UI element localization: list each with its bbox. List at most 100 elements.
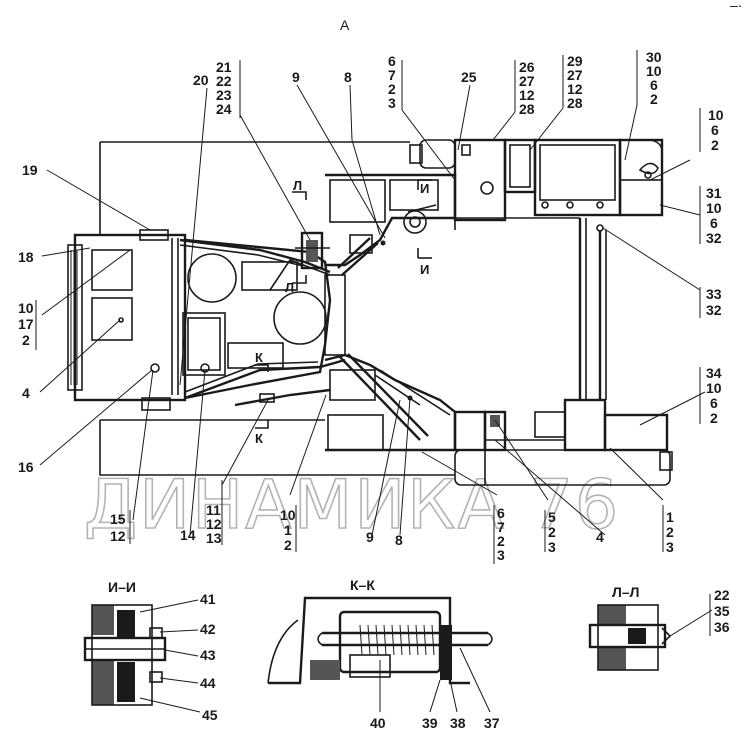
svg-text:30: 30 — [646, 49, 662, 65]
callout-15-12: 15 12 — [110, 511, 126, 544]
section-ii: И–И 41 42 43 44 45 — [83, 579, 218, 723]
svg-text:43: 43 — [200, 647, 216, 663]
callout-5-2-3: 5 2 3 — [548, 509, 556, 555]
callout-20: 20 — [193, 72, 209, 88]
callout-4-left: 4 — [22, 385, 30, 401]
svg-text:22: 22 — [714, 587, 730, 603]
svg-text:12: 12 — [567, 81, 583, 97]
callout-6-7-2-3-bottom: 6 7 2 3 — [497, 505, 505, 563]
callout-25: 25 — [461, 69, 477, 85]
svg-text:28: 28 — [519, 101, 535, 117]
callout-10-17-2: 10 17 2 — [18, 300, 34, 348]
section-mark-l-bottom: Л — [285, 280, 294, 295]
svg-text:31: 31 — [706, 185, 722, 201]
svg-text:24: 24 — [216, 101, 232, 117]
engine-compartment — [182, 238, 346, 400]
svg-text:2: 2 — [650, 91, 658, 107]
leader-lines — [39, 50, 706, 540]
svg-text:29: 29 — [567, 53, 583, 69]
watermark-text: ДИНАМИКА 76 — [84, 466, 620, 545]
svg-text:12: 12 — [110, 528, 126, 544]
drive-tubes — [179, 237, 429, 441]
callout-19: 19 — [22, 162, 38, 178]
svg-text:3: 3 — [497, 547, 505, 563]
callout-33: 33 32 — [706, 286, 722, 318]
svg-text:41: 41 — [200, 591, 216, 607]
svg-text:2: 2 — [666, 524, 674, 540]
callout-29-28: 29 27 12 28 — [567, 53, 583, 111]
svg-text:27: 27 — [519, 73, 535, 89]
callout-31: 31 10 6 32 — [706, 185, 722, 246]
svg-text:34: 34 — [706, 365, 722, 381]
svg-text:3: 3 — [666, 539, 674, 555]
radiator-grille — [67, 244, 83, 391]
svg-text:22: 22 — [216, 73, 232, 89]
section-ll: Л–Л 22 35 36 — [588, 584, 730, 671]
section-mark-k-top: К — [255, 350, 263, 365]
svg-text:10: 10 — [706, 380, 722, 396]
section-mark-l-top: Л — [293, 178, 302, 193]
svg-text:6: 6 — [497, 505, 505, 521]
section-kk: К–К 40 39 38 37 — [267, 577, 500, 731]
svg-text:17: 17 — [18, 316, 34, 332]
svg-text:42: 42 — [200, 621, 216, 637]
callout-14: 14 — [180, 527, 196, 543]
section-mark-i-top: И — [420, 181, 429, 196]
callout-1-2-3: 1 2 3 — [666, 509, 674, 555]
callout-26-28: 26 27 12 28 — [519, 59, 535, 117]
svg-text:15: 15 — [110, 511, 126, 527]
upper-gearbox-housing — [325, 173, 457, 267]
section-markers: Л Л И И К К — [255, 178, 432, 446]
svg-text:2: 2 — [388, 81, 396, 97]
callout-6-7-2-3-top: 6 7 2 3 — [388, 53, 396, 111]
section-mark-k-bottom: К — [255, 431, 263, 446]
svg-text:10: 10 — [646, 63, 662, 79]
callout-11-12-13: 11 12 13 — [206, 502, 222, 546]
lower-gearbox-housing — [324, 353, 457, 452]
svg-text:10: 10 — [280, 507, 296, 523]
svg-text:32: 32 — [706, 230, 722, 246]
callout-30: 30 10 6 2 — [646, 49, 662, 107]
svg-text:12: 12 — [206, 516, 222, 532]
cab-block — [67, 229, 187, 411]
svg-text:6: 6 — [710, 395, 718, 411]
svg-text:10: 10 — [18, 300, 34, 316]
callout-10-1-2: 10 1 2 — [280, 507, 296, 553]
svg-text:2: 2 — [710, 410, 718, 426]
svg-text:23: 23 — [216, 87, 232, 103]
svg-text:26: 26 — [519, 59, 535, 75]
svg-text:6: 6 — [711, 122, 719, 138]
svg-text:1: 1 — [666, 509, 674, 525]
svg-text:2: 2 — [22, 332, 30, 348]
svg-text:2: 2 — [711, 137, 719, 153]
svg-text:5: 5 — [548, 509, 556, 525]
svg-text:6: 6 — [388, 53, 396, 69]
callout-9-bottom: 9 — [366, 529, 374, 545]
svg-text:2: 2 — [497, 533, 505, 549]
svg-text:21: 21 — [216, 59, 232, 75]
svg-text:13: 13 — [206, 530, 222, 546]
svg-text:32: 32 — [706, 302, 722, 318]
callout-8-top: 8 — [344, 69, 352, 85]
svg-text:6: 6 — [650, 77, 658, 93]
svg-text:6: 6 — [710, 215, 718, 231]
svg-text:36: 36 — [714, 619, 730, 635]
svg-text:11: 11 — [206, 502, 221, 518]
section-mark-i-bottom: И — [420, 262, 429, 277]
callout-8-bottom: 8 — [395, 532, 403, 548]
right-lower-assembly — [330, 398, 673, 486]
view-title: А — [340, 17, 350, 33]
callout-4-bottom: 4 — [596, 529, 604, 545]
svg-text:45: 45 — [202, 707, 218, 723]
svg-text:3: 3 — [388, 95, 396, 111]
svg-text:27: 27 — [567, 67, 583, 83]
bolt-16 — [150, 363, 160, 373]
svg-text:38: 38 — [450, 715, 466, 731]
side-rails — [578, 218, 607, 400]
svg-text:37: 37 — [484, 715, 500, 731]
svg-text:7: 7 — [497, 519, 505, 535]
pulley-И — [403, 210, 427, 234]
callout-34: 34 10 6 2 — [706, 365, 722, 426]
